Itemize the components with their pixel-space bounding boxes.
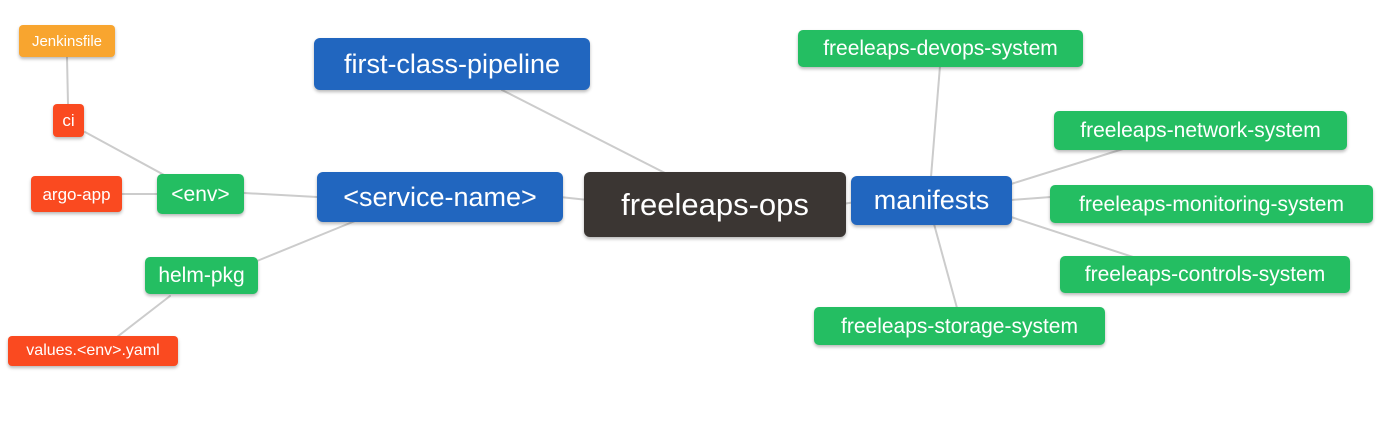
node-label: first-class-pipeline	[343, 48, 561, 79]
node-label: freeleaps-storage-system	[841, 314, 1078, 338]
node-helm-pkg[interactable]: helm-pkg	[145, 257, 258, 294]
node-env[interactable]: <env>	[157, 174, 244, 214]
edge-manifests-controls-system	[1010, 216, 1134, 258]
edge-ci-env	[84, 131, 167, 177]
edge-env-service-name	[243, 192, 318, 198]
node-freeleaps-devops-system[interactable]: freeleaps-devops-system	[798, 30, 1083, 67]
node-first-class-pipeline[interactable]: first-class-pipeline	[314, 38, 590, 90]
node-label: Jenkinsfile	[31, 32, 103, 50]
node-freeleaps-monitoring-system[interactable]: freeleaps-monitoring-system	[1050, 185, 1373, 223]
edge-manifests-devops-system	[930, 65, 941, 178]
node-label: freeleaps-ops	[621, 187, 809, 222]
node-label: manifests	[873, 185, 990, 215]
node-label: freeleaps-network-system	[1080, 119, 1321, 142]
node-freeleaps-network-system[interactable]: freeleaps-network-system	[1054, 111, 1347, 150]
node-ci[interactable]: ci	[53, 104, 84, 137]
node-manifests[interactable]: manifests	[851, 176, 1012, 225]
edge-service-name-ops	[559, 196, 589, 201]
node-label: argo-app	[42, 184, 111, 204]
edge-values-helm-pkg	[116, 295, 171, 338]
node-jenkinsfile[interactable]: Jenkinsfile	[19, 25, 115, 57]
node-freeleaps-storage-system[interactable]: freeleaps-storage-system	[814, 307, 1105, 345]
node-freeleaps-controls-system[interactable]: freeleaps-controls-system	[1060, 256, 1350, 293]
node-service-name[interactable]: <service-name>	[317, 172, 563, 222]
node-label: <env>	[171, 182, 230, 206]
node-freeleaps-ops-root[interactable]: freeleaps-ops	[584, 172, 846, 237]
edge-manifests-storage-system	[933, 223, 958, 309]
node-label: ci	[62, 111, 75, 130]
node-label: values.<env>.yaml	[26, 342, 160, 359]
node-label: helm-pkg	[158, 264, 245, 287]
edge-pipeline-ops	[501, 89, 666, 174]
node-label: <service-name>	[343, 181, 537, 212]
node-label: freeleaps-controls-system	[1084, 263, 1326, 286]
node-label: freeleaps-devops-system	[823, 37, 1058, 60]
edge-manifests-network-system	[1010, 148, 1124, 185]
edge-manifests-monitoring-system	[1010, 196, 1052, 201]
edge-jenkinsfile-ci	[66, 56, 69, 105]
node-label: freeleaps-monitoring-system	[1079, 192, 1344, 216]
node-values-env-yaml[interactable]: values.<env>.yaml	[8, 336, 178, 366]
node-argo-app[interactable]: argo-app	[31, 176, 122, 212]
edge-helm-pkg-service-name	[256, 220, 356, 262]
